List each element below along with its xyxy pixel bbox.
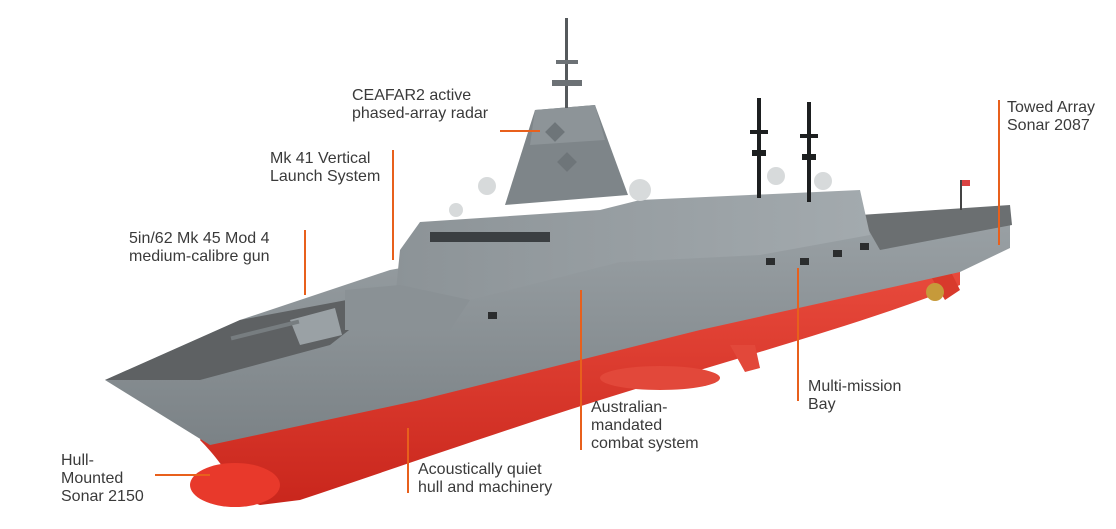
radome <box>478 177 496 195</box>
leader-line-vls <box>392 150 394 260</box>
mast-platform <box>556 60 578 64</box>
hull-opening <box>860 243 869 250</box>
hull-opening <box>800 258 809 265</box>
upper-hull <box>105 215 1010 445</box>
skeg <box>930 270 960 300</box>
leader-line-multi-mission <box>797 268 799 401</box>
propeller <box>926 283 944 301</box>
gun-barrel <box>230 319 300 341</box>
callout-radar: CEAFAR2 active phased-array radar <box>352 87 489 122</box>
mast-yard <box>752 150 766 156</box>
sonar-pod <box>600 366 720 390</box>
rudder <box>730 345 760 372</box>
hull-opening <box>488 312 497 319</box>
callout-towed-sonar: Towed Array Sonar 2087 <box>1007 99 1096 134</box>
mast-yard <box>802 154 816 160</box>
flag-staff <box>960 180 962 210</box>
hull-opening <box>833 250 842 257</box>
mast-platform <box>552 80 582 86</box>
mast-yard <box>800 134 818 138</box>
radar-mast-face <box>530 105 605 145</box>
leader-line-radar-h <box>500 130 540 132</box>
leader-line-combat-system <box>580 290 582 450</box>
radome <box>767 167 785 185</box>
callout-vls: Mk 41 Vertical Launch System <box>270 150 381 185</box>
aft-mast <box>757 98 761 198</box>
leader-line-hull-quiet <box>407 428 409 493</box>
ensign <box>962 180 970 186</box>
callout-multi-mission: Multi-mission Bay <box>808 378 902 413</box>
hull-opening <box>766 258 775 265</box>
leader-line-towed-sonar <box>998 100 1000 245</box>
superstructure-lower <box>345 285 470 330</box>
leader-line-gun <box>304 230 306 295</box>
sonar-dome <box>190 463 280 507</box>
superstructure <box>395 190 870 300</box>
radome <box>629 179 651 201</box>
leader-line-hull-sonar <box>155 474 210 476</box>
gun-turret <box>290 308 342 345</box>
mast-yard <box>750 130 768 134</box>
callout-combat-system: Australian- mandated combat system <box>591 399 699 452</box>
bridge-windows <box>430 232 550 242</box>
flight-deck <box>860 205 1012 250</box>
callout-hull-quiet: Acoustically quiet hull and machinery <box>418 461 553 496</box>
aft-mast <box>807 102 811 202</box>
callout-hull-sonar: Hull- Mounted Sonar 2150 <box>61 452 144 505</box>
radome <box>449 203 463 217</box>
radome <box>814 172 832 190</box>
callout-gun: 5in/62 Mk 45 Mod 4 medium-calibre gun <box>129 230 270 265</box>
